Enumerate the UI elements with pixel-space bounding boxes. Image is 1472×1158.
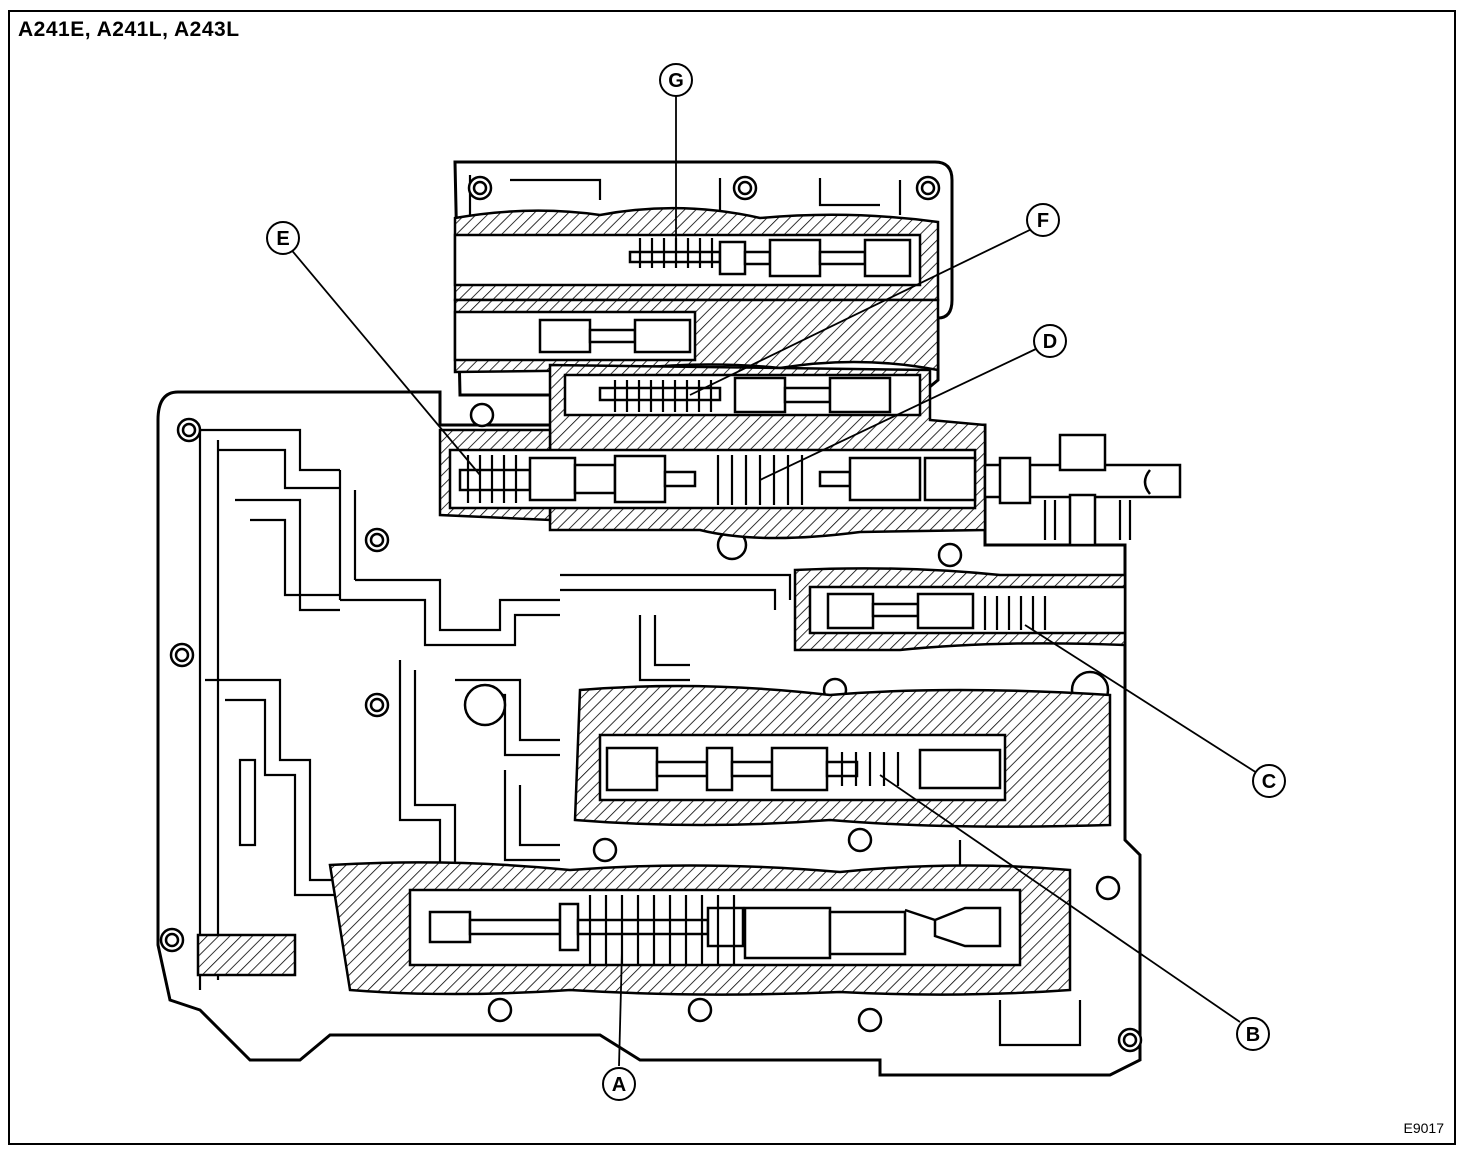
callout-label-a: A: [612, 1074, 626, 1096]
callout-b: B: [1236, 1017, 1270, 1051]
callout-e: E: [266, 221, 300, 255]
valve-springs: [466, 238, 1132, 965]
figure-frame: [8, 10, 1456, 1145]
manual-valve-linkage: [983, 433, 1182, 547]
callout-label-g: G: [668, 70, 684, 92]
callout-c: C: [1252, 764, 1286, 798]
callout-f: F: [1026, 203, 1060, 237]
leader-line-f: [689, 225, 1039, 396]
callout-label-e: E: [276, 228, 289, 250]
figure-title: A241E, A241L, A243L: [18, 18, 240, 41]
leader-line-b: [879, 774, 1241, 1023]
callout-label-c: C: [1262, 771, 1276, 793]
callout-label-f: F: [1037, 210, 1049, 232]
callout-label-d: D: [1043, 331, 1057, 353]
leader-lines: [288, 96, 1258, 1067]
callout-d: D: [1033, 324, 1067, 358]
leader-line-d: [759, 347, 1039, 481]
leader-line-a: [618, 949, 623, 1067]
callout-a: A: [602, 1067, 636, 1101]
callout-label-b: B: [1246, 1024, 1260, 1046]
callout-g: G: [659, 63, 693, 97]
valve-spools: [428, 238, 1002, 960]
bolt-holes: [159, 175, 1143, 1053]
figure-code: E9017: [1403, 1120, 1444, 1136]
leader-line-e: [288, 246, 481, 476]
leader-line-c: [1024, 624, 1258, 774]
